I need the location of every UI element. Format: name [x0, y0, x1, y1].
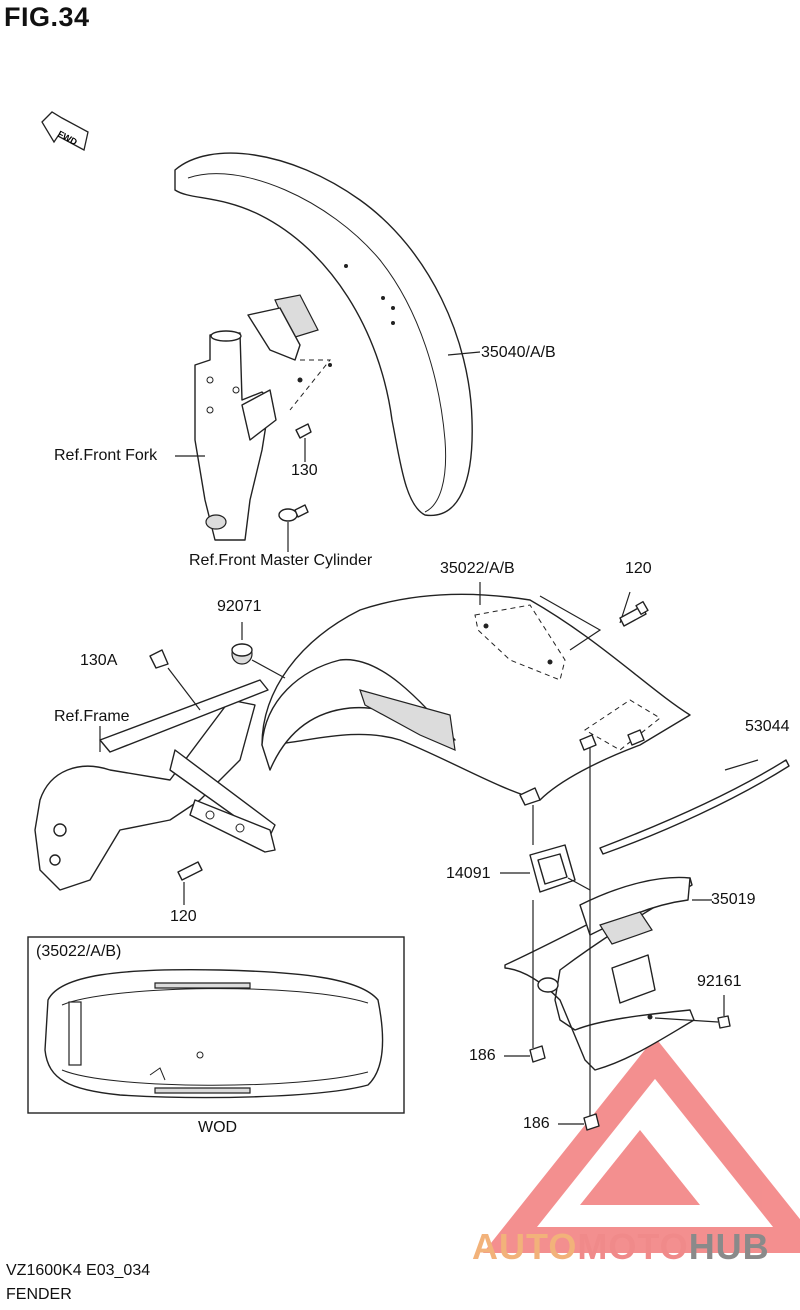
rear-fender-lower-drawing	[504, 748, 712, 1128]
cushion-92071-drawing	[231, 622, 286, 679]
front-fork-drawing	[175, 330, 277, 541]
fwd-arrow-icon: FWD	[41, 111, 89, 151]
watermark-part1: AUTO	[472, 1226, 578, 1267]
frame-drawing	[34, 667, 276, 891]
watermark-logo	[483, 1037, 800, 1253]
section-name: FENDER	[6, 1286, 72, 1303]
bolt-130a-drawing	[149, 649, 169, 669]
bolt-186-left-drawing	[504, 900, 546, 1063]
callout-53044: 53044	[745, 718, 790, 735]
rear-fender-drawing	[261, 582, 691, 806]
callout-130: 130	[291, 462, 318, 479]
bolt-120-bottom-drawing	[177, 861, 203, 905]
callout-92161: 92161	[697, 973, 742, 990]
callout-186-left: 186	[469, 1047, 496, 1064]
callout-front-fork: Ref.Front Fork	[54, 447, 158, 464]
master-cylinder-fitting-drawing	[278, 504, 309, 552]
watermark-part3: HUB	[688, 1226, 770, 1267]
bolt-186-bottom-drawing	[558, 1113, 600, 1131]
callout-186-bottom: 186	[523, 1115, 550, 1132]
trim-53044-drawing	[599, 759, 790, 855]
callout-front-master-cylinder: Ref.Front Master Cylinder	[189, 552, 373, 569]
callout-frame: Ref.Frame	[54, 708, 130, 725]
callout-35040: 35040/A/B	[481, 344, 556, 361]
bolt-120-top-drawing	[619, 600, 649, 627]
callout-120-top: 120	[625, 560, 652, 577]
callout-120-bottom: 120	[170, 908, 197, 925]
callout-35022: 35022/A/B	[440, 560, 515, 577]
front-fender-drawing	[174, 152, 481, 517]
grommet-14091-drawing	[500, 805, 591, 893]
model-code: VZ1600K4 E03_034	[6, 1262, 151, 1279]
watermark-text: AUTOMOTOHUB	[472, 1226, 770, 1268]
watermark-part2: MOTO	[577, 1226, 689, 1267]
figure-title: FIG.34	[4, 2, 90, 32]
inset-box	[27, 936, 405, 1114]
bolt-130-drawing	[295, 423, 312, 462]
nut-92161-drawing	[654, 995, 731, 1029]
inset-title: (35022/A/B)	[36, 943, 122, 960]
callout-92071: 92071	[217, 598, 262, 615]
callout-35019: 35019	[711, 891, 756, 908]
callout-130a: 130A	[80, 652, 118, 669]
inset-caption: WOD	[198, 1119, 238, 1136]
callout-14091: 14091	[446, 865, 491, 882]
